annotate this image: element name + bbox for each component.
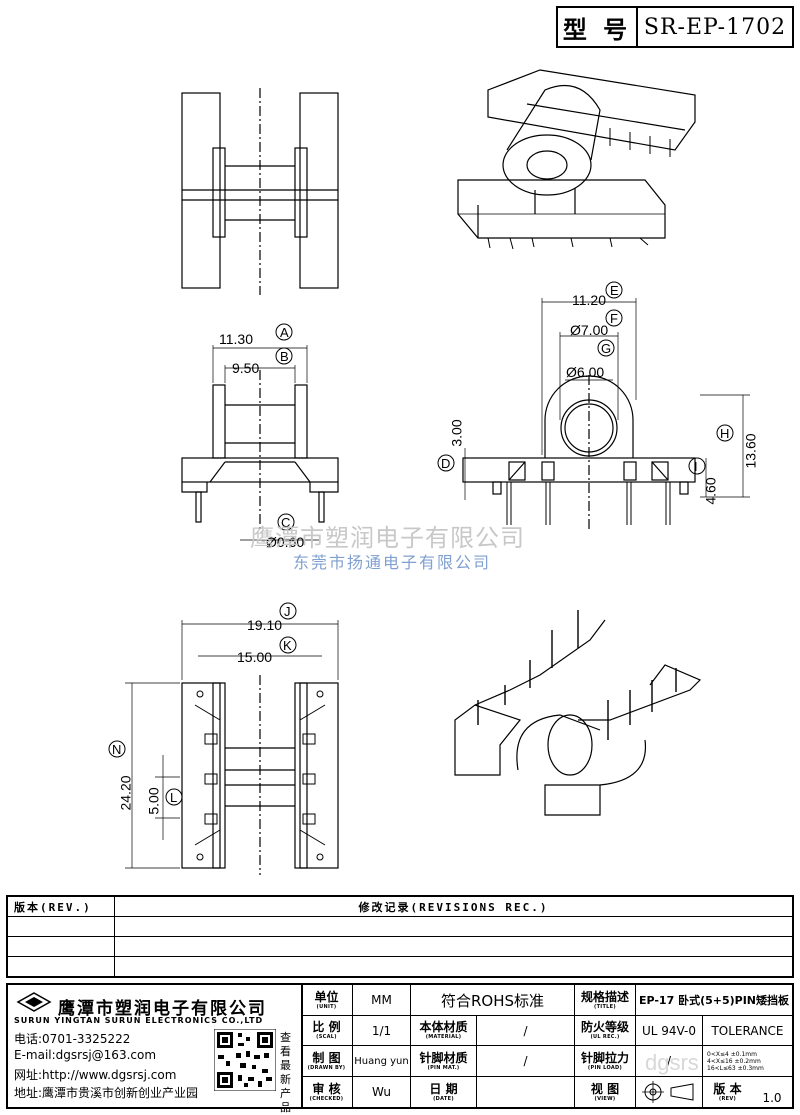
dim-c-value: Ø0.60 [266, 534, 305, 550]
dim-letter-l: L [170, 790, 178, 805]
qr-code-icon [214, 1029, 276, 1091]
dim-b-value: 9.50 [232, 360, 260, 376]
revision-value: 1.0 [762, 1091, 782, 1105]
date-label: 日 期(DATE) [411, 1077, 477, 1107]
dim-h-value: 13.60 [742, 433, 759, 469]
fire-label: 防火等级(UL REC.) [575, 1016, 636, 1046]
dim-e-value: 11.20 [572, 292, 606, 308]
title-block: 鹰潭市塑润电子有限公司 SURUN YINGTAN SURUN ELECTRON… [6, 983, 794, 1114]
dim-letter-i: I [694, 459, 698, 474]
dim-letter-n: N [112, 742, 122, 757]
drawn-value: Huang yun [353, 1046, 411, 1077]
dim-k-value: 15.00 [237, 649, 273, 665]
tolerance-label: TOLERANCE [703, 1016, 792, 1046]
company-address: 地址:鹰潭市贵溪市创新创业产业园 [14, 1086, 199, 1100]
pin-load-label: 针脚拉力(PIN LOAD) [575, 1046, 636, 1077]
top-view [125, 620, 339, 875]
company-phone: 电话:0701-3325222 [14, 1032, 131, 1046]
watermark-company-2: 东莞市扬通电子有限公司 [293, 553, 492, 572]
tolerance-row-2: 4<X≤16 ±0.2mm [707, 1057, 761, 1065]
rev-row-1 [6, 916, 115, 937]
dim-j-value: 19.10 [247, 617, 283, 633]
projection-symbol-icon [642, 1081, 694, 1103]
rohs-note: 符合ROHS标准 [411, 985, 575, 1016]
dim-letter-h: H [720, 426, 730, 441]
model-number: SR-EP-1702 [643, 14, 787, 40]
company-web: 网址:http://www.dgsrsj.com [14, 1068, 177, 1082]
revision-cell: 版 本(REV) 1.0 [713, 1081, 782, 1105]
view-symbol [636, 1077, 703, 1107]
revisions-table: 版本(REV.) 修改记录(REVISIONS REC.) [6, 895, 794, 978]
material-label: 本体材质(MATERIAL) [411, 1016, 477, 1046]
dim-n-value: 24.20 [117, 775, 134, 811]
spec-label: 规格描述(TITLE) [575, 985, 636, 1016]
drawn-label: 制 图(DRAWN BY) [301, 1046, 353, 1077]
dim-l-value: 5.00 [145, 787, 162, 815]
dim-letter-c: C [281, 515, 291, 530]
side-view [181, 88, 339, 295]
checked-label: 审 核(CHECKED) [301, 1077, 353, 1107]
fire-value: UL 94V-0 [636, 1016, 703, 1046]
dim-f-value: Ø7.00 [570, 322, 609, 338]
model-label: 型 号 [558, 8, 638, 46]
company-email: E-mail:dgsrsj@163.com [14, 1048, 157, 1062]
spec-value: EP-17 卧式(5+5)PIN矮挡板 [636, 985, 792, 1016]
pin-load-value: / [636, 1046, 703, 1077]
checked-value: Wu [353, 1077, 411, 1107]
material-value: / [477, 1016, 575, 1046]
rev-row-2 [6, 936, 115, 957]
technical-drawing [108, 69, 750, 875]
dim-letter-e: E [610, 283, 619, 298]
tolerance-table: 0<X≤4 ±0.1mm 4<X≤16 ±0.2mm 16<L≤63 ±0.3m… [703, 1046, 792, 1077]
isometric-view-bottom [454, 610, 702, 816]
pin-material-value: / [477, 1046, 575, 1077]
unit-label: 单位(UNIT) [301, 985, 353, 1016]
dim-d-value: 3.00 [448, 419, 465, 447]
dim-g-value: Ø6.00 [566, 364, 605, 380]
company-logo-icon [16, 992, 52, 1012]
company-info: 鹰潭市塑润电子有限公司 SURUN YINGTAN SURUN ELECTRON… [8, 985, 303, 1114]
dim-i-value: 4.60 [702, 477, 719, 505]
front-view-right [462, 298, 750, 530]
view-label: 视 图(VIEW) [575, 1077, 636, 1107]
isometric-view-top [457, 69, 696, 250]
dim-letter-j: J [284, 604, 291, 619]
dim-letter-d: D [441, 456, 451, 471]
rev-header: 版本(REV.) [6, 895, 115, 917]
company-english: SURUN YINGTAN SURUN ELECTRONICS CO.,LTD [14, 1016, 264, 1025]
dim-letter-k: K [283, 638, 292, 653]
dim-letter-a: A [280, 325, 289, 340]
rev-row-3 [6, 956, 115, 978]
tolerance-row-1: 0<X≤4 ±0.1mm [707, 1050, 757, 1058]
tolerance-row-3: 16<L≤63 ±0.3mm [707, 1064, 764, 1072]
unit-value: MM [353, 985, 411, 1016]
dim-a-value: 11.30 [219, 331, 253, 347]
dim-letter-f: F [610, 311, 618, 326]
qr-caption: 查看最新产品 [280, 1031, 291, 1114]
title-grid: 单位(UNIT) MM 符合ROHS标准 规格描述(TITLE) EP-17 卧… [301, 985, 792, 1107]
company-name: 鹰潭市塑润电子有限公司 [58, 999, 267, 1019]
dim-letter-b: B [280, 349, 289, 364]
date-value [477, 1077, 575, 1107]
scale-label: 比 例(SCAL) [301, 1016, 353, 1046]
dim-letter-g: G [601, 341, 612, 356]
watermark-domain: dgsrs [645, 1050, 699, 1075]
model-header: 型 号 SR-EP-1702 [556, 6, 794, 48]
dimension-markers [108, 281, 734, 806]
front-view-left [181, 345, 339, 541]
pin-material-label: 针脚材质(PIN MAT.) [411, 1046, 477, 1077]
scale-value: 1/1 [353, 1016, 411, 1046]
rec-header: 修改记录(REVISIONS REC.) [114, 895, 794, 917]
watermark-company: 鹰潭市塑润电子有限公司 [250, 524, 525, 552]
